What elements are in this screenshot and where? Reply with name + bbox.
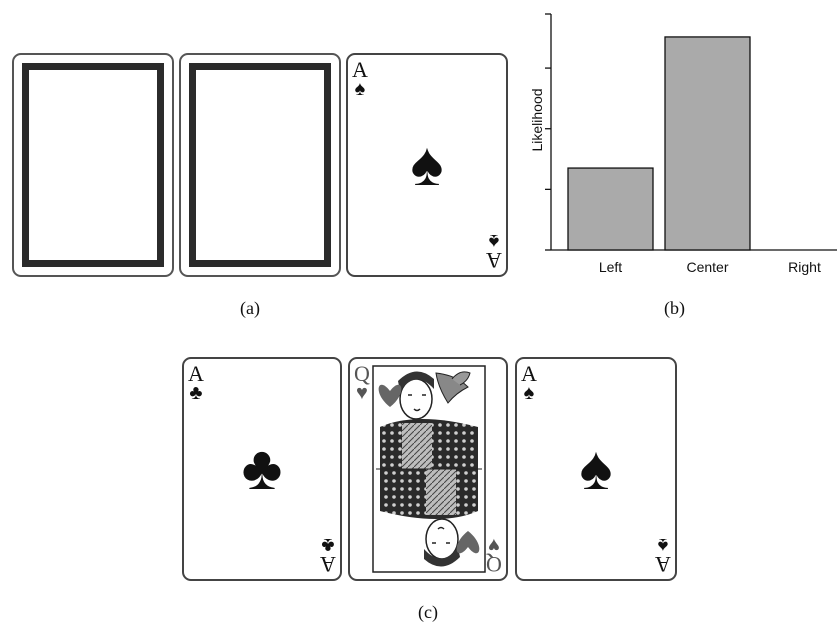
card-corner-bottom: Q ♥ <box>486 535 502 575</box>
card-rank: A <box>655 553 671 575</box>
spade-icon: ♠ <box>521 383 537 403</box>
card-corner-top: A ♣ <box>188 363 204 403</box>
face-down-card-2 <box>179 53 341 277</box>
card-corner-bottom: A ♠ <box>486 231 502 271</box>
heart-icon: ♥ <box>486 535 502 555</box>
card-corner-top: A ♠ <box>521 363 537 403</box>
bar-center <box>665 37 750 250</box>
queen-portrait-icon <box>372 365 486 573</box>
ace-of-clubs-card: A ♣ ♣ A ♣ <box>182 357 342 581</box>
x-tick-label-right: Right <box>788 259 821 275</box>
card-rank: Q <box>486 553 502 575</box>
x-tick-label-center: Center <box>686 259 728 275</box>
spade-pip-icon: ♠ <box>517 438 675 500</box>
card-corner-top: Q ♥ <box>354 363 370 403</box>
caption-b: (b) <box>664 298 685 319</box>
x-tick-label-left: Left <box>599 259 622 275</box>
card-corner-bottom: A ♠ <box>655 535 671 575</box>
caption-a: (a) <box>240 298 260 319</box>
card-corner-top: A ♠ <box>352 59 368 99</box>
club-icon: ♣ <box>320 535 336 555</box>
card-rank: A <box>486 249 502 271</box>
caption-c: (c) <box>418 602 438 623</box>
card-rank: A <box>320 553 336 575</box>
face-down-card-1 <box>12 53 174 277</box>
ace-of-spades-card: A ♠ ♠ A ♠ <box>346 53 508 277</box>
y-axis-label: Likelihood <box>529 88 545 151</box>
club-icon: ♣ <box>188 383 204 403</box>
ace-of-spades-card: A ♠ ♠ A ♠ <box>515 357 677 581</box>
queen-of-hearts-card: Q ♥ <box>348 357 508 581</box>
card-corner-bottom: A ♣ <box>320 535 336 575</box>
spade-icon: ♠ <box>352 79 368 99</box>
club-pip-icon: ♣ <box>184 438 340 500</box>
spade-pip-icon: ♠ <box>348 134 506 196</box>
bar-left <box>568 168 653 250</box>
heart-icon: ♥ <box>354 383 370 403</box>
card-back-border <box>22 63 164 267</box>
card-back-border <box>189 63 331 267</box>
